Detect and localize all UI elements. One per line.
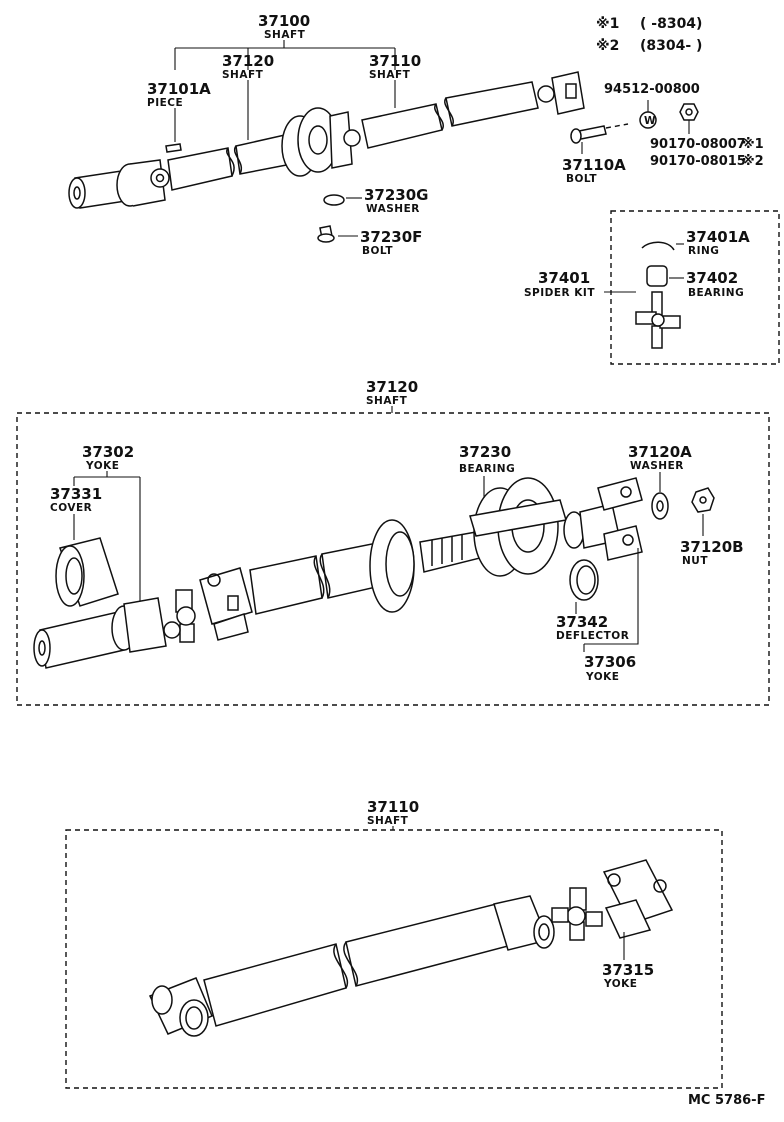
callout-37120b[interactable]: 37120B NUT [680,538,744,567]
callout-37315[interactable]: 37315 YOKE [602,961,654,990]
nut-icon [679,103,699,121]
callout-number: 37120A [628,443,692,461]
spider-icon [635,291,681,349]
callout-37401a[interactable]: 37401A RING [686,228,750,257]
callout-name: RING [688,245,719,257]
leader-lines-section1 [174,80,396,142]
callout-37110a[interactable]: 37110A BOLT [562,156,626,185]
callout-number: 37101A [147,80,211,98]
callout-number: 37230 [459,443,511,461]
callout-37230f[interactable]: 37230F BOLT [360,228,422,257]
callout-37342[interactable]: 37342 DEFLECTOR [556,613,629,642]
callout-37401[interactable]: 37401 SPIDER KIT [524,269,595,299]
rear-shaft-drawing [148,859,674,1037]
callout-37120a[interactable]: 37120A WASHER [628,443,692,472]
callout-name: WASHER [630,460,684,472]
callout-number: 37401 [538,269,590,287]
callout-number: 37230G [364,186,429,204]
callout-name: BEARING [688,287,744,299]
section-37110-box [65,829,723,1089]
callout-37100[interactable]: 37100 SHAFT [258,12,310,41]
callout-number: 37100 [258,12,310,30]
callout-name: BOLT [566,173,597,185]
note1-text: ( -8304) [640,16,702,32]
propeller-shaft-assembly-drawing [68,71,585,209]
callout-37110[interactable]: 37110 SHAFT [369,52,421,81]
callout-number: 37342 [556,613,608,631]
applicability-notes: ※1 ( -8304) ※2 (8304- ) [596,16,702,54]
callout-name: BOLT [362,245,393,257]
callout-37402[interactable]: 37402 BEARING [686,269,744,299]
part-number-mark: ※2 [742,154,764,169]
note1-mark: ※1 [596,16,619,32]
part-number: 90170-08015 [650,154,746,169]
callout-37230g[interactable]: 37230G WASHER [364,186,429,215]
callout-number: 37306 [584,653,636,671]
callout-number: 37110A [562,156,626,174]
callout-name: COVER [50,502,92,514]
leader-37306 [583,548,639,652]
part-number-90170-08015[interactable]: 90170-08015 ※2 [650,154,764,169]
callout-name: YOKE [603,978,637,990]
washer-37230g-icon [323,194,345,206]
part-number-90170-08007[interactable]: 90170-08007 ※1 [650,137,764,152]
callout-37306[interactable]: 37306 YOKE [584,653,636,683]
callout-37230[interactable]: 37230 BEARING [459,443,515,475]
callout-number: 37402 [686,269,738,287]
callout-number: 37110 [369,52,421,70]
part-number-mark: ※1 [742,137,764,152]
washer-symbol: W [644,115,656,127]
callout-37120-section[interactable]: 37120 SHAFT [366,378,418,407]
callout-number: 37230F [360,228,422,246]
callout-number: 37120 [366,378,418,396]
note2-text: (8304- ) [640,38,702,54]
callout-name: BEARING [459,463,515,475]
callout-name: YOKE [85,460,119,472]
callout-name: PIECE [147,97,183,109]
callout-37101a[interactable]: 37101A PIECE [147,80,211,109]
callout-37302[interactable]: 37302 YOKE [82,443,134,472]
figure-code: MC 5786-F [688,1093,765,1108]
part-number-94512[interactable]: 94512-00800 [604,82,700,97]
callout-name: YOKE [585,671,619,683]
leader-37302 [73,471,141,604]
callout-name: SHAFT [222,69,264,81]
callout-number: 37302 [82,443,134,461]
callout-name: NUT [682,555,708,567]
bolt-fit-line [605,123,629,129]
callout-37120[interactable]: 37120 SHAFT [222,52,274,81]
leader-bracket-37100 [174,40,396,70]
front-shaft-drawing [33,477,715,669]
spider-kit-box [610,210,780,365]
ring-icon [641,241,675,251]
part-number: 94512-00800 [604,82,700,97]
callout-number: 37401A [686,228,750,246]
callout-number: 37120 [222,52,274,70]
callout-name: WASHER [366,203,420,215]
part-number: 90170-08007 [650,137,746,152]
note2-mark: ※2 [596,38,619,54]
callout-number: 37331 [50,485,102,503]
callout-name: SHAFT [366,395,408,407]
callout-37331[interactable]: 37331 COVER [50,485,102,514]
callout-number: 37315 [602,961,654,979]
callout-number: 37110 [367,798,419,816]
callout-number: 37120B [680,538,744,556]
callout-name: SPIDER KIT [524,287,595,299]
callout-name: DEFLECTOR [556,630,629,642]
callout-37110-section[interactable]: 37110 SHAFT [367,798,419,827]
callout-name: SHAFT [369,69,411,81]
callout-name: SHAFT [264,29,306,41]
callout-name: SHAFT [367,815,409,827]
bearing-cup-icon [646,265,668,287]
